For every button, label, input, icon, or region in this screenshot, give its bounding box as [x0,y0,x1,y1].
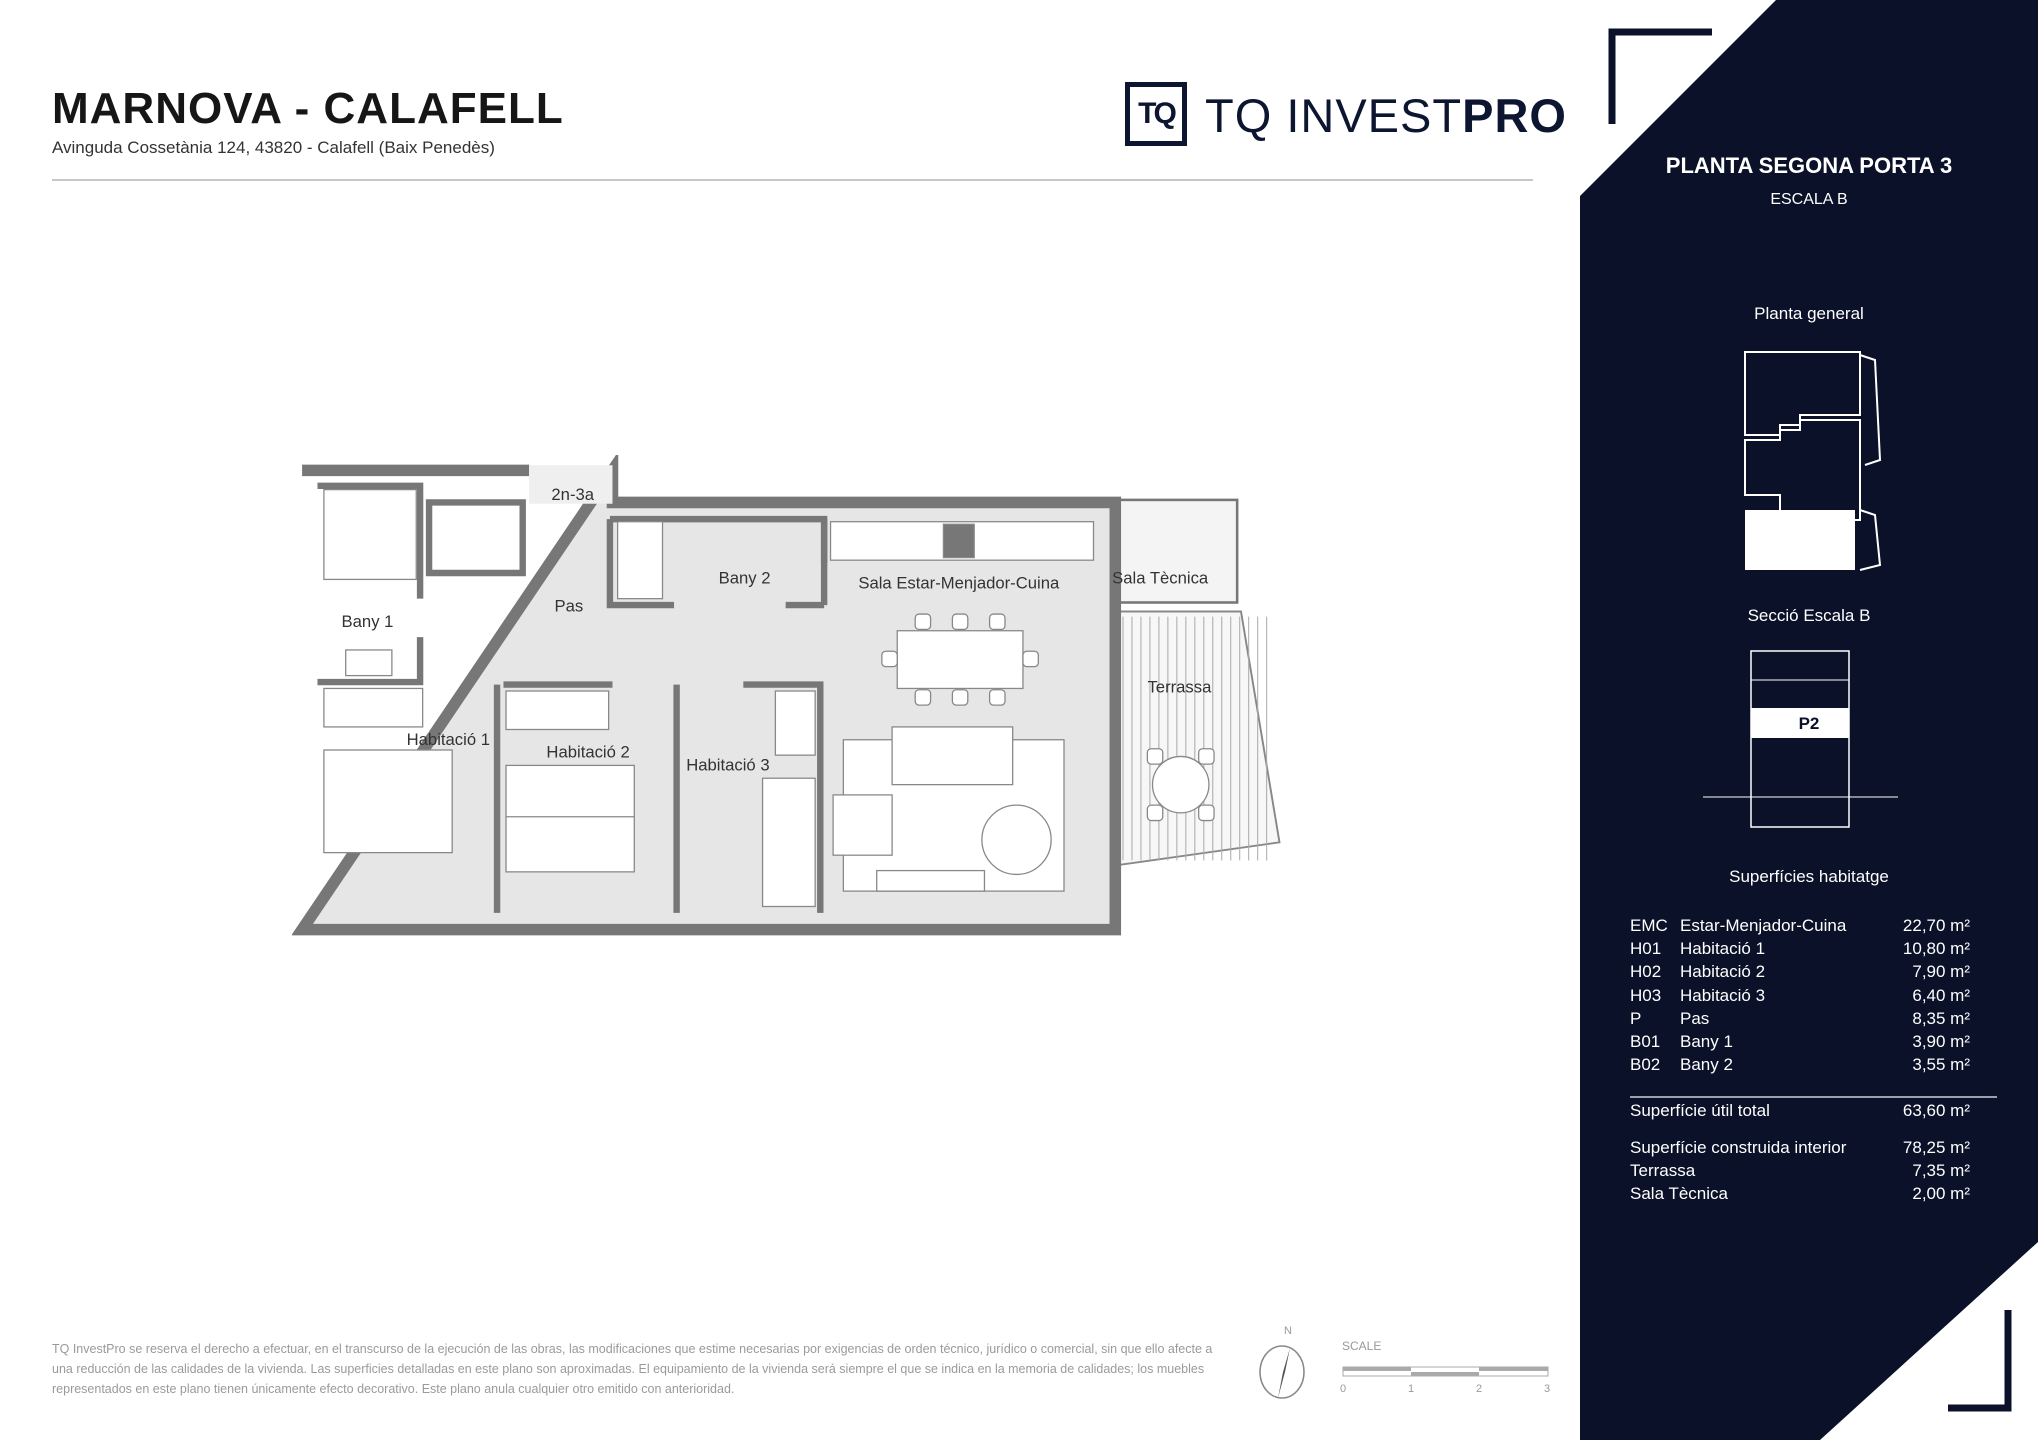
area-row: Terrassa 7,35 m² [1630,1161,1970,1184]
area-code: H03 [1630,985,1662,1005]
area-value: 63,60 m² [1902,1101,1970,1120]
area-row: B01 Bany 1 3,90 m² [1630,1032,1970,1055]
section-heading: Secció Escala B [1747,606,1871,625]
area-value: 8,35 m² [1912,1008,1970,1028]
general-plan-heading: Planta general [1754,304,1864,323]
area-name: Sala Tècnica [1630,1184,1728,1204]
north-arrow-icon: N [1259,1325,1305,1399]
area-name: Habitació 1 [1680,939,1766,959]
scale-tick: 2 [1476,1383,1482,1395]
plan-furniture [323,488,1215,908]
label-terrassa: Terrassa [1147,677,1212,696]
area-row: Superfície útil total 63,60 m² [1630,1101,1970,1124]
north-label: N [1284,1325,1292,1337]
area-value: 6,40 m² [1912,985,1970,1005]
room-labels: 2n-3a Pas Bany 1 Bany 2 Sala Estar-Menja… [342,485,1213,775]
area-name: Superfície construida interior [1630,1138,1847,1157]
chair [988,613,1006,631]
chair [951,689,969,706]
info-panel: PLANTA SEGONA PORTA 3 ESCALA B Planta ge… [1580,0,2038,1440]
chair [1146,804,1164,822]
logo-text: TQ INVESTPRO [1205,88,1567,143]
label-hab1: Habitació 1 [407,730,490,749]
area-name: Estar-Menjador-Cuina [1680,916,1847,935]
label-bany2: Bany 2 [719,568,771,587]
chair [914,613,932,631]
chair [1022,650,1039,668]
general-plan-diagram [1744,351,1882,571]
project-address: Avinguda Cossetània 124, 43820 - Calafel… [52,138,495,157]
chair [1198,748,1215,765]
areas-divider [1630,1096,1997,1098]
area-code: B01 [1630,1032,1661,1051]
logo-text-bold: PRO [1462,89,1567,142]
area-value: 22,70 m² [1902,916,1970,935]
chair [1146,748,1164,765]
area-row: Sala Tècnica 2,00 m² [1630,1184,1970,1207]
area-value: 78,25 m² [1902,1138,1970,1157]
area-row: EMC Estar-Menjador-Cuina 22,70 m² [1630,916,1970,939]
area-name: Superfície útil total [1630,1101,1770,1120]
label-bany1: Bany 1 [342,612,394,631]
scale-tick: 3 [1544,1383,1550,1395]
scale-tick: 1 [1408,1383,1414,1395]
area-value: 3,55 m² [1912,1055,1970,1075]
area-code: H02 [1630,962,1662,982]
panel-decoration [1580,0,2038,1440]
area-name: Habitació 2 [1680,962,1766,982]
areas-heading: Superfícies habitatge [1729,867,1889,886]
stair-label: ESCALA B [1770,191,1848,208]
area-value: 3,90 m² [1912,1032,1970,1051]
chair [1198,804,1215,822]
area-value: 7,90 m² [1912,962,1970,982]
area-row: B02 Bany 2 3,55 m² [1630,1055,1970,1078]
section-floor-label: P2 [1798,714,1820,733]
floor-plan: 2n-3a Pas Bany 1 Bany 2 Sala Estar-Menja… [292,455,1281,936]
legal-disclaimer: TQ InvestPro se reserva el derecho a efe… [52,1342,1213,1396]
unit-title: PLANTA SEGONA PORTA 3 [1665,153,1953,178]
label-pas: Pas [555,596,584,615]
scale-bar: 0 1 2 3 [1340,1366,1550,1395]
area-name: Bany 1 [1680,1032,1733,1051]
chair [951,613,969,631]
area-row: H03 Habitació 3 6,40 m² [1630,986,1970,1009]
chair [881,650,898,668]
area-row: H01 Habitació 1 10,80 m² [1630,939,1970,962]
area-name: Pas [1680,1008,1710,1028]
project-title: MARNOVA - CALAFELL [52,84,564,133]
scale-label: SCALE [1342,1339,1382,1353]
logo-text-light: TQ INVEST [1205,89,1463,142]
area-code: B02 [1630,1055,1661,1075]
area-row: P Pas 8,35 m² [1630,1009,1970,1032]
area-value: 10,80 m² [1902,939,1970,959]
area-code: P [1630,1008,1642,1028]
chair [914,689,932,706]
area-value: 2,00 m² [1912,1184,1970,1204]
logo-mark: TQ [1125,82,1187,146]
area-name: Terrassa [1630,1161,1696,1181]
label-hab3: Habitació 3 [686,756,769,775]
area-code: H01 [1630,939,1662,959]
section-diagram [1703,650,1898,828]
label-sala: Sala Estar-Menjador-Cuina [858,573,1060,592]
area-code: EMC [1630,916,1668,935]
area-row: H02 Habitació 2 7,90 m² [1630,962,1970,985]
chair [988,689,1006,706]
label-hab2: Habitació 2 [546,743,629,762]
scale-tick: 0 [1340,1383,1346,1395]
area-row: Superfície construida interior 78,25 m² [1630,1138,1970,1161]
area-value: 7,35 m² [1912,1161,1970,1181]
label-entry: 2n-3a [551,485,594,504]
header-divider [52,179,1533,181]
label-tecnica: Sala Tècnica [1112,568,1209,587]
area-name: Bany 2 [1680,1055,1733,1075]
area-name: Habitació 3 [1680,985,1766,1005]
